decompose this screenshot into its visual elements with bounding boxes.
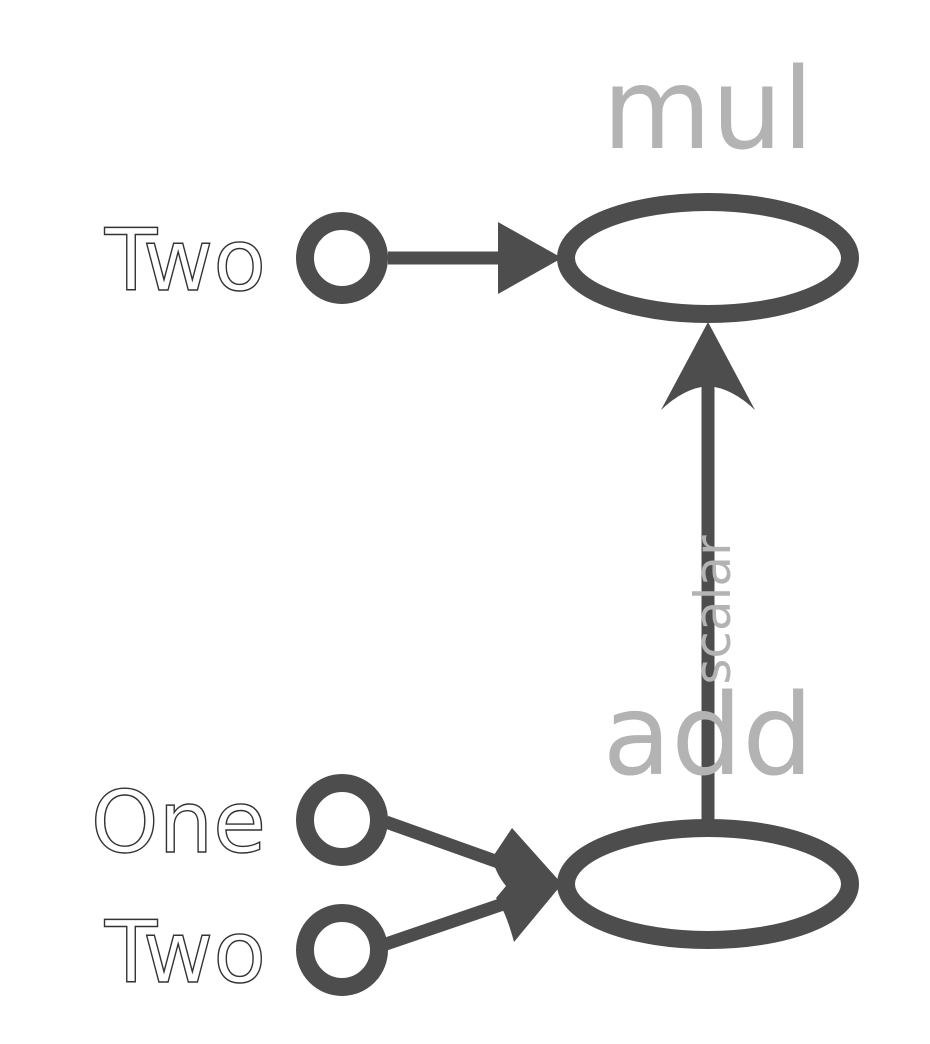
node-add[interactable]: add (557, 671, 859, 949)
edge-inputs-to-add-arrowhead (492, 828, 562, 942)
input-port-add-one-circle[interactable] (296, 774, 388, 866)
node-add-ellipse[interactable] (557, 819, 859, 949)
input-port-add-one-label: One (91, 773, 266, 873)
node-mul-title: mul (602, 45, 813, 175)
input-port-mul-two[interactable]: Two (103, 210, 388, 312)
edge-two-to-add (383, 893, 518, 951)
input-port-add-two-circle[interactable] (296, 904, 388, 996)
node-add-title: add (603, 671, 814, 801)
input-port-add-two[interactable]: Two (103, 902, 388, 1004)
edge-add-to-mul-arrowhead (661, 322, 755, 410)
edge-two-to-add-line (383, 893, 518, 951)
edge-two-to-mul-arrowhead (498, 222, 562, 294)
edge-add-to-mul (661, 322, 755, 826)
input-port-add-one[interactable]: One (90, 772, 388, 874)
edge-two-to-mul (388, 222, 562, 294)
edge-add-to-mul-label: scalar (684, 535, 742, 685)
node-mul[interactable]: mul (557, 45, 859, 323)
input-port-mul-two-circle[interactable] (296, 212, 388, 304)
input-port-mul-two-label: Two (104, 211, 266, 311)
node-mul-ellipse[interactable] (557, 193, 859, 323)
input-port-add-two-label: Two (104, 903, 266, 1003)
